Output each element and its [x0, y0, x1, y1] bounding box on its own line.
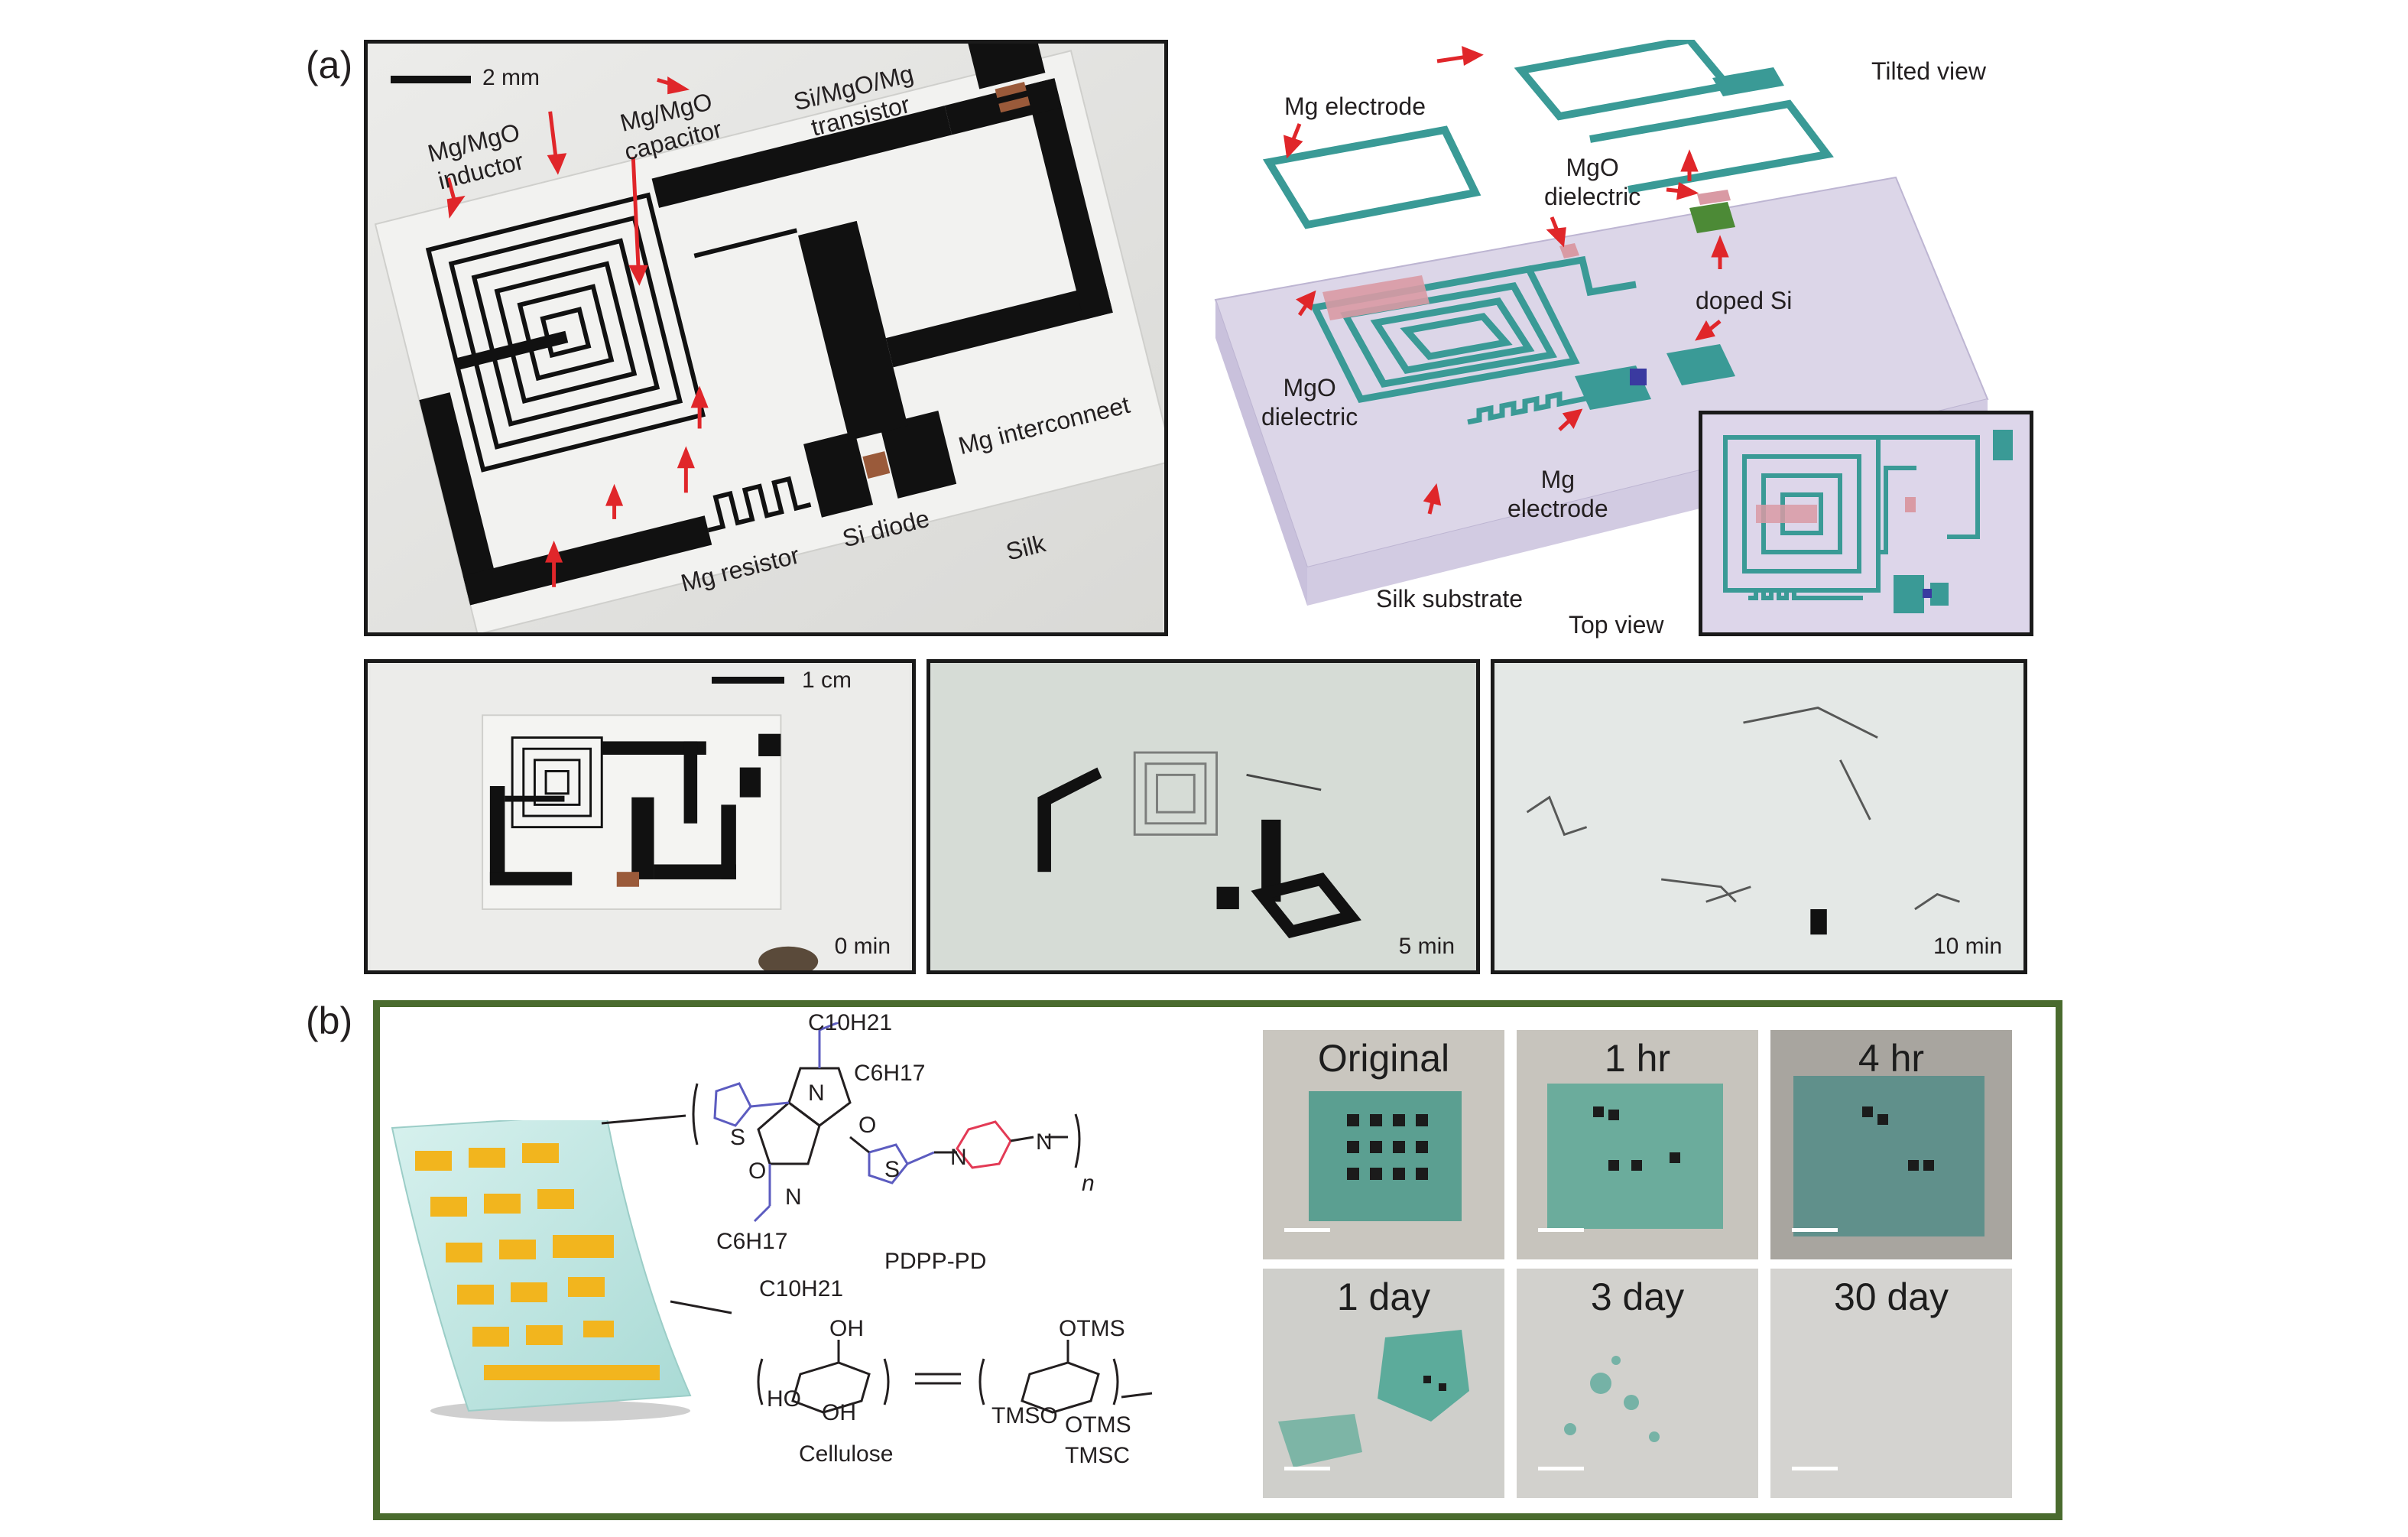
- time-label-2: 10 min: [1933, 934, 2002, 959]
- dissolution-photo-5min: 5 min: [927, 659, 1480, 974]
- tile-title-original: Original: [1317, 1037, 1450, 1080]
- scale-bar: [391, 76, 471, 83]
- chem-atom-n-1: N: [808, 1080, 825, 1106]
- chem-oh-bottom: OH: [822, 1400, 856, 1425]
- chem-atom-s-1: S: [730, 1125, 746, 1150]
- label-top-view: Top view: [1569, 611, 1664, 639]
- tile-title-30-day: 30 day: [1833, 1275, 1949, 1318]
- chem-c6h17-top: C6H17: [854, 1061, 926, 1086]
- chem-atom-o-1: O: [858, 1113, 877, 1138]
- scale-bar-label: 2 mm: [482, 65, 540, 90]
- scale-bar-1cm-label: 1 cm: [802, 668, 852, 693]
- scale-bar-1cm: [712, 677, 784, 684]
- chem-tmsc-label: TMSC: [1065, 1443, 1130, 1468]
- tile-scale-bar: [1284, 1467, 1330, 1470]
- tile-4-hr: 4 hr: [1770, 1030, 2012, 1259]
- circuit-drawing: [368, 44, 1164, 632]
- chem-tmso: TMSO: [991, 1403, 1058, 1428]
- chem-c10h21-bottom: C10H21: [759, 1276, 844, 1301]
- label-mgo-dielectric-left: MgO dielectric: [1261, 374, 1358, 431]
- tile-original: Original: [1263, 1030, 1504, 1259]
- label-doped-si: doped Si: [1696, 287, 1793, 314]
- label-mg-electrode-top: Mg electrode: [1284, 93, 1426, 120]
- panel-a-letter: (a): [306, 44, 353, 86]
- chem-n-subscript: n: [1082, 1171, 1095, 1196]
- tile-scale-bar: [1792, 1228, 1838, 1232]
- time-label-1: 5 min: [1398, 934, 1455, 959]
- panel-b-letter: (b): [306, 999, 353, 1042]
- chem-otms-bottom: OTMS: [1065, 1412, 1131, 1438]
- chem-c6h17-bottom: C6H17: [716, 1229, 788, 1254]
- tile-scale-bar: [1538, 1228, 1584, 1232]
- tile-1-hr: 1 hr: [1517, 1030, 1758, 1259]
- chem-cellulose-label: Cellulose: [799, 1441, 894, 1467]
- chem-atom-o-2: O: [748, 1158, 767, 1184]
- chem-oh-top: OH: [829, 1316, 864, 1341]
- chem-atom-s-2: S: [884, 1157, 901, 1182]
- leader-lines: [601, 1114, 732, 1314]
- cellulose-structure: [757, 1340, 1153, 1414]
- label-silk-substrate: Silk substrate: [1376, 585, 1524, 613]
- pdpp-pd-structure: [692, 1022, 1081, 1223]
- tile-1-day: 1 day: [1263, 1269, 1504, 1498]
- label-mgo-dielectric-top: MgO dielectric: [1544, 154, 1641, 210]
- tile-title-1-day: 1 day: [1336, 1275, 1431, 1318]
- top-view-inset: [1699, 411, 2033, 636]
- tile-scale-bar: [1792, 1467, 1838, 1470]
- chem-atom-n-2: N: [785, 1184, 802, 1210]
- panel-b-frame: C10H21 C6H17 S N O O N S N N n C6H17 C10…: [373, 1000, 2062, 1520]
- chem-c10h21-top: C10H21: [808, 1010, 893, 1035]
- device-schematic: Tilted view Mg electrode MgO dielectric …: [1193, 40, 2033, 644]
- time-label-0: 0 min: [834, 934, 891, 959]
- device-photo: 2 mm Mg/MgO inductor Mg/MgO capacitor Si…: [364, 40, 1168, 636]
- tile-scale-bar: [1538, 1467, 1584, 1470]
- flexible-substrate: [391, 1120, 692, 1422]
- label-mg-electrode-bottom: Mg electrode: [1507, 466, 1608, 522]
- chem-otms-top: OTMS: [1059, 1316, 1125, 1341]
- tile-3-day: 3 day: [1517, 1269, 1758, 1498]
- tile-title-3-day: 3 day: [1590, 1275, 1685, 1318]
- chem-polymer-name: PDPP-PD: [884, 1249, 987, 1274]
- tile-title-1-hr: 1 hr: [1604, 1037, 1671, 1080]
- chem-atom-n-4: N: [1036, 1129, 1053, 1155]
- dissolution-photo-0min: 1 cm 0 min: [364, 659, 916, 974]
- chem-ho: HO: [767, 1386, 801, 1412]
- dissolution-photo-10min: 10 min: [1491, 659, 2027, 974]
- chem-atom-n-3: N: [950, 1145, 967, 1170]
- tile-scale-bar: [1284, 1228, 1330, 1232]
- tile-title-4-hr: 4 hr: [1858, 1037, 1925, 1080]
- label-tilted-view: Tilted view: [1871, 57, 1986, 85]
- tile-30-day: 30 day: [1770, 1269, 2012, 1498]
